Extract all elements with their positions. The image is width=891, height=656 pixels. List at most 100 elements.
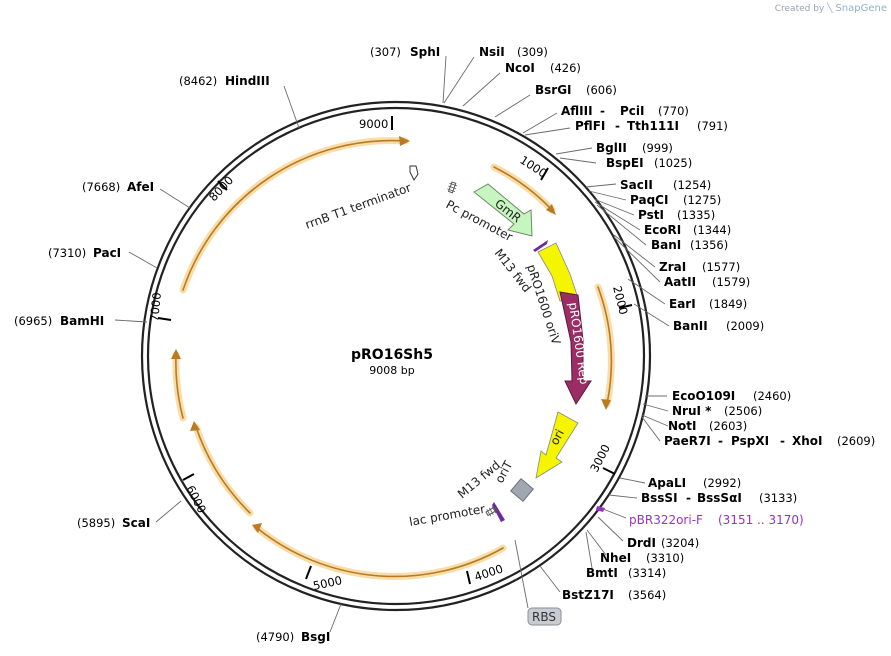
backbone-inner: [146, 106, 646, 606]
site-sep-pflfi: -: [615, 119, 620, 133]
site-pos-pflfi: (791): [697, 119, 728, 133]
tick-mark-8000: [217, 180, 228, 191]
site-pos-eari: (1849): [709, 297, 747, 311]
tick-mark-4000: [466, 570, 471, 585]
site-name-noti: NotI: [668, 419, 697, 433]
site-name-nrui: NruI *: [672, 404, 712, 418]
backbone-outer: [140, 100, 652, 612]
rep-arrow: [559, 291, 592, 406]
primer-name: pBR322ori-F: [629, 513, 703, 527]
credit-prefix: Created by: [774, 4, 825, 14]
leader-bglii: [555, 147, 593, 155]
plasmid-name: pRO16Sh5: [351, 347, 433, 363]
site-name-eari: EarI: [669, 297, 696, 311]
site-pos-drdi: (3204): [661, 536, 699, 550]
rep-label: pRO1600 Rep: [566, 301, 591, 385]
site-sep-paer7i: -: [718, 434, 723, 448]
site-name-paer7i: PaeR7I: [664, 434, 711, 448]
pc-promoter-hatch: [447, 182, 458, 192]
site-name-bsrgi: BsrGI: [535, 83, 572, 97]
site-name-ecoo109i: EcoO109I: [672, 389, 735, 403]
leader-afliii: [522, 112, 558, 134]
leader-sphi: [442, 55, 447, 104]
site-name-bglii: BglII: [596, 141, 627, 155]
site-name-bssSai: BssSαI: [697, 491, 742, 505]
site-pos-ncoi: (426): [550, 61, 581, 75]
site-pos-nhei: (3310): [646, 551, 684, 565]
primer-range: (3151 .. 3170): [718, 513, 804, 527]
orf-arrowhead: [171, 349, 181, 359]
site-pos-sphi: (307): [370, 45, 401, 59]
site-pos-scai: (5895): [77, 516, 115, 530]
site-pos-sacii: (1254): [673, 178, 711, 192]
tick-label-8000: 8000: [206, 173, 236, 204]
site-pos-zrai: (1577): [702, 260, 740, 274]
leader-paer7i: [641, 416, 661, 442]
site-pos-paci: (7310): [48, 246, 86, 260]
leader-apali: [619, 477, 646, 484]
tick-label-9000: 9000: [359, 117, 388, 131]
leader-banii: [633, 303, 670, 327]
leader-bsrgi: [494, 94, 531, 118]
site-name-banii: BanII: [673, 319, 708, 333]
leader-sacii: [585, 183, 617, 188]
site-name-pflfi: PflFI: [575, 119, 605, 133]
site-name-xhoi: XhoI: [792, 434, 823, 448]
primer-marker: [596, 506, 605, 512]
credit-brand: SnapGene: [835, 3, 887, 14]
plasmid-length: 9008 bp: [369, 364, 414, 377]
site-name-bspei: BspEI: [606, 156, 644, 170]
site-pos-nsii: (309): [517, 45, 548, 59]
orf-arc: [182, 139, 406, 291]
site-pos-bspei: (1025): [654, 156, 692, 170]
gmr-arrow: [473, 183, 533, 237]
site-name-psti: PstI: [638, 208, 664, 222]
site-name-sphi: SphI: [410, 45, 440, 59]
leader-ecori: [594, 201, 641, 231]
site-sep-pspxi: -: [780, 434, 785, 448]
site-name-nsii: NsiI: [479, 45, 505, 59]
site-name-nhei: NheI: [600, 551, 631, 565]
leader-bani: [596, 204, 647, 246]
orf-arc: [256, 527, 504, 578]
site-name-bstz17i: BstZ17I: [562, 588, 614, 602]
site-name-afliii: AflIII: [561, 104, 593, 118]
tick-mark-3000: [602, 467, 616, 475]
leader-bmti: [585, 531, 593, 569]
rrnb-terminator-icon: [409, 165, 419, 181]
leader-bspei: [559, 157, 597, 164]
leader-zrai: [613, 234, 656, 268]
site-pos-bamhi: (6965): [14, 314, 52, 328]
site-name-bani: BanI: [651, 238, 681, 252]
orf-arrowhead: [399, 136, 410, 146]
site-name-apali: ApaLI: [648, 476, 686, 490]
site-name-ncoi: NcoI: [505, 61, 535, 75]
tick-mark-2000: [618, 304, 633, 309]
site-pos-nrui: (2506): [724, 404, 762, 418]
site-name-scai: ScaI: [122, 516, 150, 530]
tick-mark-1000: [540, 167, 549, 181]
orf-arrowhead: [546, 204, 556, 215]
ori-arrow: [535, 411, 579, 479]
site-pos-bsrgi: (606): [586, 83, 617, 97]
leader-hindiii: [283, 85, 300, 129]
lac-promoter-body: [485, 506, 498, 517]
site-pos-paer7i: (2609): [837, 434, 875, 448]
tick-label-7000: 7000: [147, 292, 164, 323]
site-name-pspxi: PspXI: [731, 434, 769, 448]
orf-arc: [195, 426, 251, 514]
lac-promoter-hatch: [486, 506, 497, 517]
orit-marker: [510, 478, 534, 502]
site-name-sacii: SacII: [620, 178, 653, 192]
lac-promoter-label: lac promoter: [408, 502, 486, 529]
site-name-bsssi: BssSI: [641, 491, 678, 505]
site-pos-aatii: (1579): [712, 275, 750, 289]
site-pos-psti: (1335): [677, 208, 715, 222]
site-name-afei: AfeI: [127, 180, 154, 194]
leader-paqci: [588, 190, 627, 201]
leader-noti: [641, 414, 669, 427]
leader-nhei: [586, 529, 607, 556]
site-name-ecori: EcoRI: [644, 223, 681, 237]
orf-arc: [597, 286, 613, 405]
